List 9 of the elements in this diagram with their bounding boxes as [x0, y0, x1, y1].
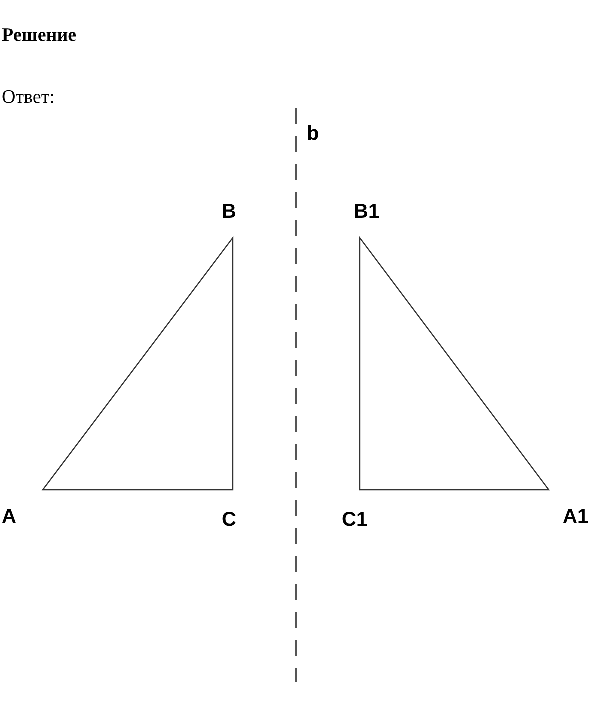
vertex-label: A1 — [563, 507, 589, 527]
vertex-label: C — [222, 510, 236, 530]
heading: Решение — [2, 26, 77, 45]
answer-label: Ответ: — [2, 88, 55, 107]
vertex-label: B1 — [354, 202, 380, 222]
vertex-label: C1 — [342, 510, 368, 530]
line-label: b — [307, 124, 320, 144]
vertex-label: A — [2, 507, 16, 527]
vertex-label: B — [222, 202, 236, 222]
